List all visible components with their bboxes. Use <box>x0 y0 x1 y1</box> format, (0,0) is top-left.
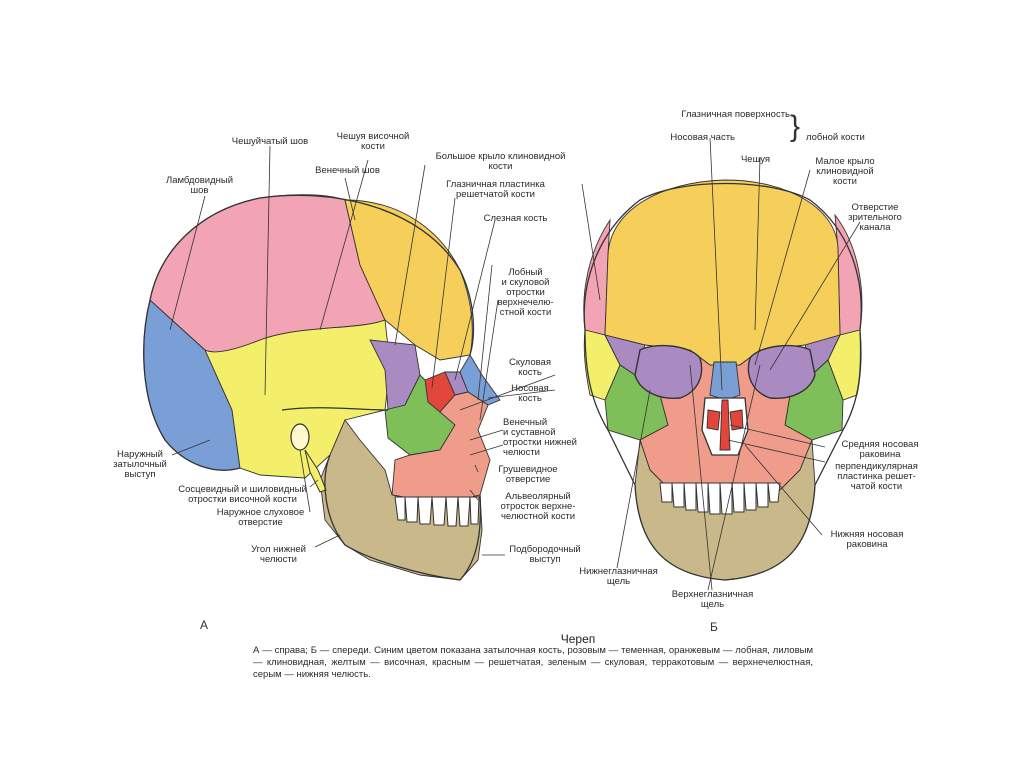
teeth-lateral <box>394 496 480 527</box>
bracket-frontal-bone: } <box>790 110 801 143</box>
label-inferior-concha: Нижняя носовая раковина <box>830 529 904 550</box>
label-ext-acoustic: Наружное слуховое отверстие <box>216 507 305 528</box>
label-alveolar-process: Альвеолярный отросток верхне- челюстной … <box>500 491 576 522</box>
label-lambdoid-suture: Ламбдовидный шов <box>165 175 234 196</box>
label-piriform-aperture: Грушевидное отверстие <box>498 464 558 485</box>
label-coronal-suture: Венечный шов <box>315 165 380 176</box>
label-optic-canal: Отверстие зрительного канала <box>848 202 902 233</box>
label-zygomatic-bone: Скуловая кость <box>509 357 551 378</box>
teeth-frontal <box>659 482 781 515</box>
perpendicular-plate <box>719 399 731 451</box>
figure-letter-a: А <box>200 618 209 632</box>
figure-caption: А — справа; Б — спереди. Синим цветом по… <box>253 645 813 680</box>
nasal-bone-frontal <box>709 361 741 401</box>
label-middle-concha: Средняя носовая раковина <box>841 439 919 460</box>
ear-opening <box>290 423 310 451</box>
label-coronoid-condylar: Венечный и суставной отростки нижней чел… <box>503 417 577 458</box>
label-inf-orbital-fissure: Нижнеглазничная щель <box>579 566 658 587</box>
label-frontal-zygomatic-processes: Лобный и скуловой отростки верхнечелю- с… <box>497 267 554 318</box>
label-sup-orbital-fissure: Верхнеглазничная щель <box>671 589 754 610</box>
label-greater-wing: Большое крыло клиновидной кости <box>435 151 566 172</box>
label-mastoid-styloid: Сосцевидный и шиловидный отростки височн… <box>178 484 307 505</box>
label-nasal-part: Носовая часть <box>670 132 735 143</box>
label-mental-protuberance: Подбородочный выступ <box>509 544 581 565</box>
left-orbit <box>634 344 703 399</box>
label-temporal-squama: Чешуя височной кости <box>336 131 410 152</box>
middle-concha-shape-right <box>729 409 744 431</box>
label-frontal-bone: лобной кости <box>806 132 865 143</box>
frontal-skull <box>583 179 863 581</box>
label-perpendicular-plate: перпендикулярная пластинка решет- чатой … <box>835 461 918 492</box>
figure-title: Череп <box>560 632 596 646</box>
label-nasal-bone: Носовая кость <box>511 383 549 404</box>
label-orbital-plate: Глазничная пластинка решетчатой кости <box>446 179 545 200</box>
label-lesser-wing: Малое крыло клиновидной кости <box>815 156 875 187</box>
label-ext-occipital: Наружный затылочный выступ <box>113 449 167 480</box>
figure-letter-b: Б <box>710 620 718 634</box>
styloid <box>304 449 327 493</box>
frontal-bone-front <box>604 179 841 366</box>
leader-lines <box>169 137 861 591</box>
label-squama: Чешуя <box>740 154 770 165</box>
middle-concha-shape <box>706 409 721 431</box>
label-lacrimal-bone: Слезная кость <box>483 213 548 224</box>
label-squamous-suture: Чешуйчатый шов <box>231 136 309 147</box>
label-mandible-angle: Угол нижней челюсти <box>251 544 306 565</box>
right-orbit <box>747 344 816 399</box>
label-orbital-surface: Глазничная поверхность <box>681 109 790 120</box>
